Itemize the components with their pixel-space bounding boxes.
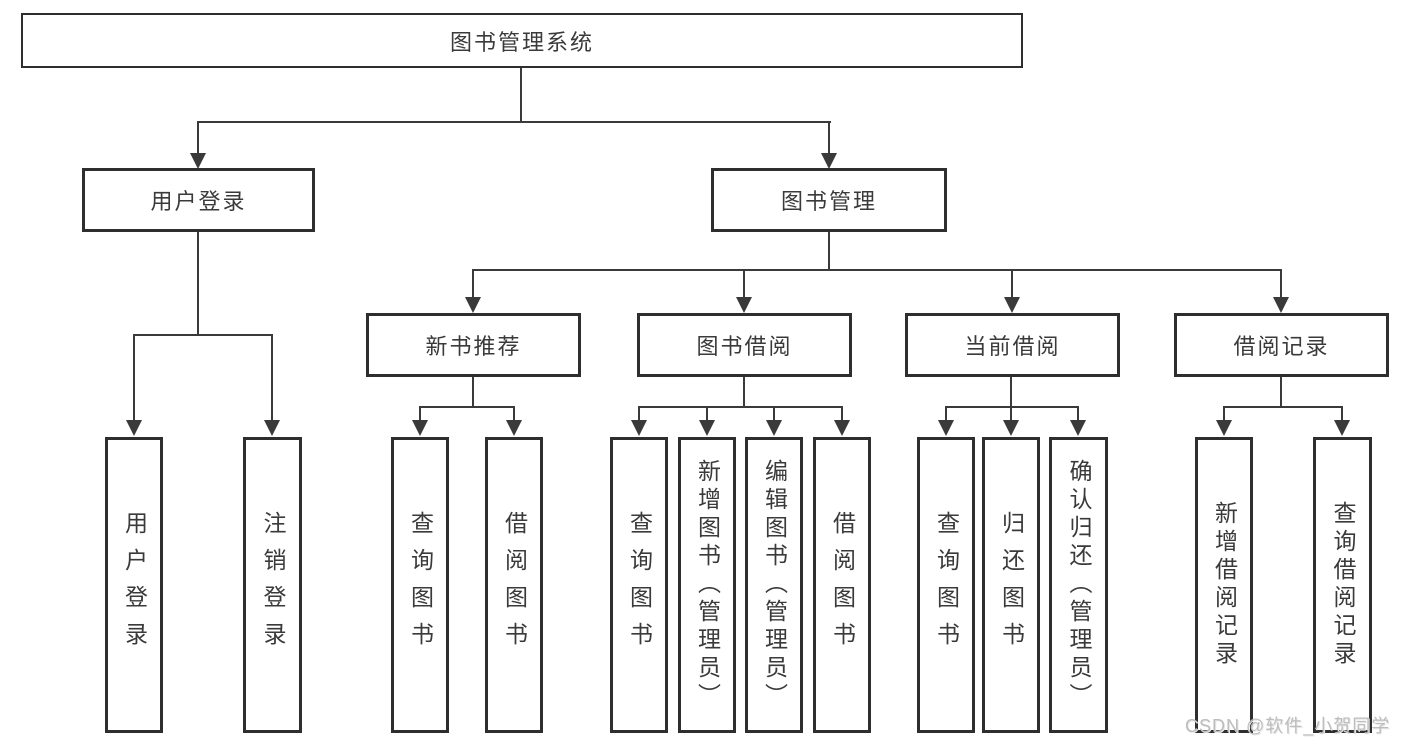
arrow-down-icon bbox=[1070, 420, 1086, 436]
connector-drop-new-book bbox=[472, 269, 474, 299]
leaf-add-book-admin: 新增图书（管理员） bbox=[678, 437, 736, 733]
arrow-down-icon bbox=[1273, 297, 1289, 313]
connector-drop bbox=[1341, 406, 1343, 422]
node-library-management-system: 图书管理系统 bbox=[21, 13, 1023, 68]
connector-borrow-records-stem bbox=[1280, 377, 1282, 408]
connector-drop bbox=[638, 406, 640, 422]
arrow-down-icon bbox=[766, 420, 782, 436]
connector-drop-leaf-logout bbox=[271, 334, 273, 421]
connector-current-borrow-bar bbox=[945, 406, 1079, 408]
arrow-down-icon bbox=[1334, 420, 1350, 436]
arrow-down-icon bbox=[126, 420, 142, 436]
arrow-down-icon bbox=[1216, 420, 1232, 436]
connector-book-borrow-stem bbox=[743, 377, 745, 408]
leaf-confirm-return-admin: 确认归还（管理员） bbox=[1049, 437, 1108, 733]
connector-new-book-bar bbox=[419, 406, 515, 408]
connector-drop bbox=[945, 406, 947, 422]
connector-drop bbox=[841, 406, 843, 422]
connector-borrow-records-bar bbox=[1223, 406, 1343, 408]
arrow-down-icon bbox=[1003, 420, 1019, 436]
connector-drop-borrow-records bbox=[1280, 269, 1282, 299]
leaf-user-login: 用户登录 bbox=[105, 437, 163, 733]
arrow-down-icon bbox=[1004, 297, 1020, 313]
connector-drop bbox=[1077, 406, 1079, 422]
connector-drop bbox=[706, 406, 708, 422]
leaf-add-borrow-record: 新增借阅记录 bbox=[1195, 437, 1253, 733]
leaf-edit-book-admin: 编辑图书（管理员） bbox=[745, 437, 803, 733]
csdn-watermark: CSDN @软件_小贺同学 bbox=[1185, 716, 1391, 736]
connector-drop-book-borrow bbox=[743, 269, 745, 299]
connector-user-login-bar bbox=[133, 334, 273, 336]
leaf-query-borrow-record: 查询借阅记录 bbox=[1313, 437, 1372, 733]
connector-drop bbox=[773, 406, 775, 422]
connector-root-bar bbox=[197, 121, 831, 123]
connector-drop-book-management bbox=[828, 121, 830, 154]
leaf-borrow-books-recommend: 借阅图书 bbox=[485, 437, 543, 733]
leaf-query-books-current: 查询图书 bbox=[917, 437, 975, 733]
node-borrowing-records: 借阅记录 bbox=[1174, 313, 1389, 377]
arrow-down-icon bbox=[465, 297, 481, 313]
arrow-down-icon bbox=[190, 153, 206, 169]
node-current-borrowing: 当前借阅 bbox=[905, 313, 1120, 377]
leaf-logout: 注销登录 bbox=[243, 437, 302, 733]
arrow-down-icon bbox=[506, 420, 522, 436]
connector-drop bbox=[1223, 406, 1225, 422]
connector-drop bbox=[419, 406, 421, 422]
arrow-down-icon bbox=[699, 420, 715, 436]
connector-new-book-stem bbox=[472, 377, 474, 408]
connector-user-login-stem bbox=[197, 232, 199, 336]
node-user-login: 用户登录 bbox=[82, 168, 315, 232]
node-book-management: 图书管理 bbox=[711, 168, 947, 232]
arrow-down-icon bbox=[631, 420, 647, 436]
connector-drop-user-login bbox=[197, 121, 199, 154]
connector-book-management-stem bbox=[828, 232, 830, 271]
connector-drop bbox=[513, 406, 515, 422]
connector-drop-current-borrow bbox=[1011, 269, 1013, 299]
connector-drop bbox=[1010, 406, 1012, 422]
leaf-query-books-recommend: 查询图书 bbox=[391, 437, 449, 733]
connector-current-borrow-stem bbox=[1010, 377, 1012, 408]
arrow-down-icon bbox=[938, 420, 954, 436]
arrow-down-icon bbox=[821, 153, 837, 169]
arrow-down-icon bbox=[736, 297, 752, 313]
node-book-borrowing: 图书借阅 bbox=[637, 313, 852, 377]
connector-book-borrow-bar bbox=[638, 406, 843, 408]
leaf-query-books-borrowing: 查询图书 bbox=[610, 437, 668, 733]
arrow-down-icon bbox=[264, 420, 280, 436]
leaf-borrow-books-borrowing: 借阅图书 bbox=[813, 437, 871, 733]
connector-book-management-bar bbox=[472, 269, 1282, 271]
connector-root-stem bbox=[520, 68, 522, 122]
node-new-book-recommendation: 新书推荐 bbox=[366, 313, 581, 377]
arrow-down-icon bbox=[412, 420, 428, 436]
connector-drop-leaf-login bbox=[133, 334, 135, 421]
leaf-return-books: 归还图书 bbox=[982, 437, 1040, 733]
arrow-down-icon bbox=[834, 420, 850, 436]
